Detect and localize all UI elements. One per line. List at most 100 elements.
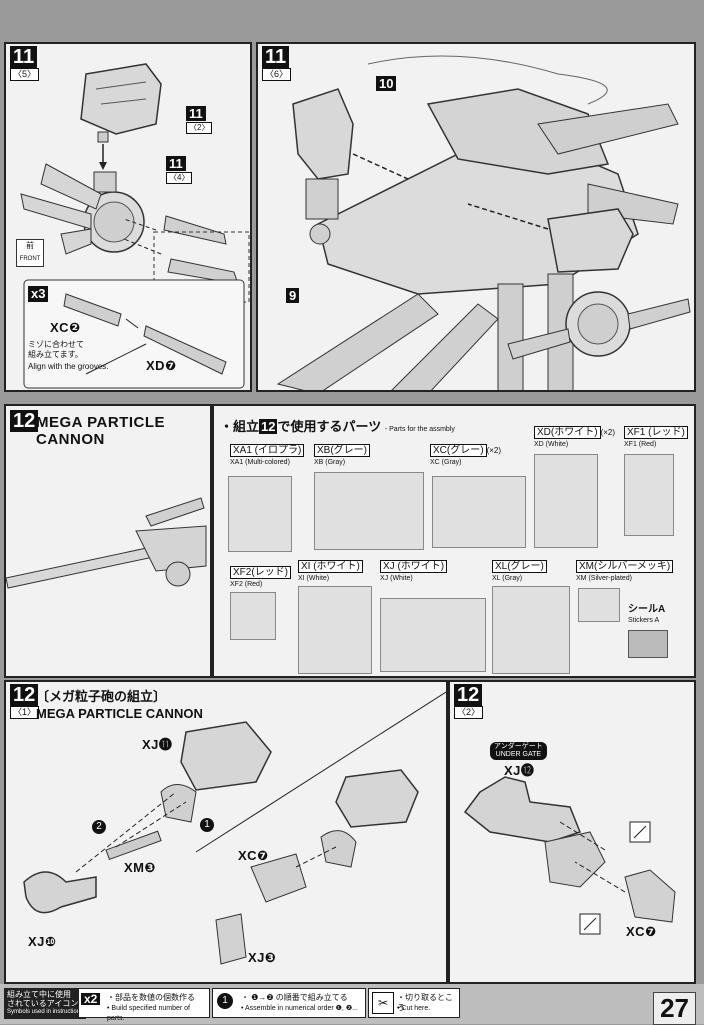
part-code: XI (ホワイト) [298,560,363,573]
part-xj11-label: XJ⓫ [142,737,173,752]
part-en: XC (Gray) [430,459,462,466]
part-xc-label: XC❷ [50,320,81,335]
part-code: XM(シルバーメッキ) [576,560,674,573]
part-xb: XB(グレー) XB (Gray) [314,444,370,468]
parts-header-step: 12 [259,419,278,434]
part-xi: XI (ホワイト)XI (White) [298,560,363,584]
part-code: XB(グレー) [314,444,370,457]
part-en: XJ (White) [380,575,413,582]
callout-substep-4: 〈4〉 [166,172,193,184]
runner-xl [492,586,570,674]
part-code: XD(ホワイト) [534,426,601,439]
legend-order-jp: ・ ❶→❷ の順番で組み立てる [241,993,348,1002]
order-marker-1: 1 [200,818,214,832]
step-number: 11 [262,46,290,68]
legend-cut-jp: ・切り取るところ [397,993,453,1012]
cannon-overview-illustration [6,497,207,589]
step-number: 11 [10,46,38,68]
groove-note-en: Align with the grooves. [28,362,109,371]
step-number: 12 [10,684,39,706]
part-code: XJ (ホワイト) [380,560,448,573]
step11-left-illustration [20,63,250,389]
legend-title-jp1: 組み立て中に使用 [7,990,71,999]
step-title: MEGA PARTICLE CANNON [36,414,165,448]
legend-multiply: x2 ・部品を数値の個数作る • Build specified number … [78,988,210,1022]
step11-left-panel: 11 〈5〉 11 〈2〉 11 〈4〉 前 FRONT x3 XC❷ [4,42,252,392]
part-en: XL (Gray) [492,575,523,582]
part-code: XF2(レッド) [230,566,291,579]
multiplier-badge: x3 [28,286,49,302]
part-xm: XM(シルバーメッキ) XM (Silver-plated) [576,560,674,584]
legend-cut: ✂ ・切り取るところ • Cut here. [368,988,460,1018]
legend-order: 1 ・ ❶→❷ の順番で組み立てる • Assemble in numerica… [212,988,366,1018]
callout-substep-2: 〈2〉 [186,122,213,134]
part-code: XL(グレー) [492,560,547,573]
legend-order-en: • Assemble in numerical order ❶, ❷... [241,1005,358,1012]
under-gate-en: UNDER GATE [495,751,542,758]
part-xc7-label: XC❼ [626,924,657,939]
part-xj12-label: XJ⓬ [504,763,535,778]
step-title-jp: 〔メガ粒子砲の組立〕 [36,689,167,704]
step12-sub2-illustration [463,776,676,935]
step-title-en: MEGA PARTICLE CANNON [36,706,203,721]
step12-overview-panel: 12 MEGA PARTICLE CANNON [4,404,212,678]
legend-multiply-jp: ・部品を数値の個数作る [107,993,195,1002]
step11-right-illustration [276,55,691,390]
part-en: XB (Gray) [314,459,346,466]
step-number: 12 [10,410,39,432]
step11-right-panel: 11 〈6〉 10 9 [256,42,696,392]
sticker-a: シールA Stickers A [628,604,668,658]
scissors-icon: ✂ [372,992,394,1014]
part-en: XF2 (Red) [230,581,263,588]
under-gate-badge: アンダーゲート UNDER GATE [490,742,547,760]
part-xf1: XF1 (レッド)XF1 (Red) [624,426,688,450]
part-xa1: XA1 (イロプラ) XA1 (Multi-colored) [230,444,305,468]
sticker-label-jp: シールA [628,604,666,615]
part-mult: (×2) [486,446,502,455]
substep-label: 〈2〉 [454,706,484,719]
runner-xc [432,476,526,548]
runner-xm [578,588,620,622]
runner-xi [298,586,372,674]
legend-multiply-en: • Build specified number of parts. [107,1005,190,1022]
part-xj10-label: XJ❿ [28,934,57,949]
step12-sub1-illustration [23,691,446,965]
groove-note-jp: ミゾに合わせて [28,340,84,349]
footer-legend: 組み立て中に使用 されているアイコン Symbols used in instr… [0,984,704,1024]
runner-xd [534,454,598,548]
callout-step-11-2: 11 [186,106,206,121]
substep-label: 〈5〉 [10,68,40,81]
groove-note-jp2: 組み立てます。 [28,350,83,359]
part-en: XM (Silver-plated) [576,575,633,582]
substep-label: 〈1〉 [10,706,40,719]
parts-header-en: - Parts for the assmbly [384,426,455,433]
parts-header-jp-b: で使用するパーツ [277,419,382,434]
part-en: XA1 (Multi-colored) [230,459,290,466]
front-label-jp: 前 [26,241,34,250]
runner-xf1 [624,454,674,536]
part-xc7-label: XC❼ [238,848,269,863]
runner-xj [380,598,486,672]
runner-xa1 [228,476,292,552]
parts-header-jp-a: ・組立 [220,419,260,434]
part-code: XC(グレー) [430,444,487,457]
part-xm3-label: XM❸ [124,860,157,875]
runner-xf2 [230,592,276,640]
page-number: 27 [653,992,696,1025]
step12-sub1-panel: 12 〈1〉 〔メガ粒子砲の組立〕 MEGA PARTICLE CANNON X… [4,680,448,984]
callout-step-11-4: 11 [166,156,186,171]
multiply-icon: x2 [81,993,101,1005]
under-gate-jp: アンダーゲート [494,743,543,750]
part-en: XD (White) [534,441,569,448]
part-xj3-label: XJ❸ [248,950,277,965]
step12-sub2-panel: 12 〈2〉 アンダーゲート UNDER GATE XJ⓬ XC❼ [448,680,696,984]
callout-step-10: 10 [376,76,397,91]
part-en: XF1 (Red) [624,441,657,448]
part-mult: (×2) [600,428,616,437]
part-code: XA1 (イロプラ) [230,444,305,457]
part-xd: XD(ホワイト)(×2) XD (White) [534,426,615,450]
part-xl: XL(グレー) XL (Gray) [492,560,547,584]
legend-title-jp2: されているアイコン [7,999,79,1008]
